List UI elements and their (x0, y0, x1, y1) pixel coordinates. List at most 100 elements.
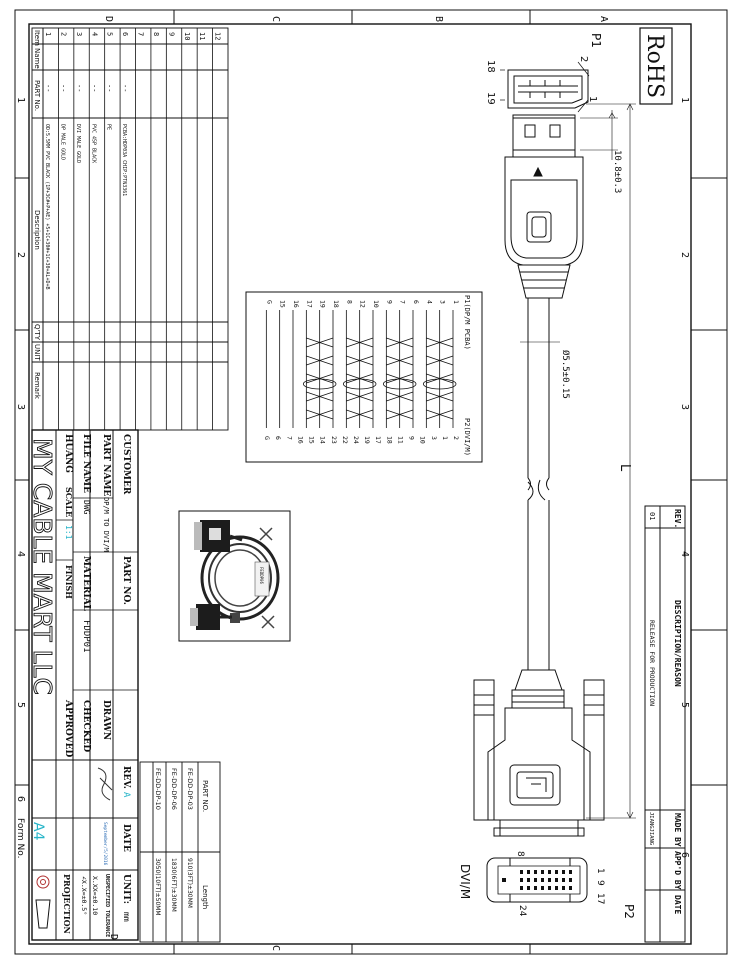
rev-label: REV. (121, 766, 131, 789)
bom-header-part: PART No. (33, 80, 41, 111)
dvi-pin (548, 878, 551, 882)
length-value: 910(3FT)±30MM (186, 858, 193, 908)
dvi-pin (541, 886, 544, 890)
company-name: MY CABLE MART LLC (28, 438, 57, 695)
wiring-p1-pin: 18 (332, 300, 340, 308)
wiring-p2-pin: G (263, 436, 271, 440)
bom-part-number: -- (121, 84, 129, 92)
zone-number-3-right: 3 (679, 404, 690, 410)
wiring-p2-pin: 6 (274, 436, 282, 440)
twisted-pair-mark (426, 391, 454, 402)
rohs-mark: RoHS (642, 34, 667, 98)
twisted-pair-mark (386, 391, 414, 402)
wiring-p2-pin: 14 (319, 436, 327, 444)
wiring-p2-pin: 3 (430, 436, 438, 440)
wiring-p2-pin: 17 (374, 436, 382, 444)
dvi-pin (548, 886, 551, 890)
dvi-pin (527, 886, 530, 890)
bom-part-number: -- (90, 84, 98, 92)
bom-row: 2--DP MALE GOLD (59, 32, 67, 160)
dvi-pin-24-label: 24 (517, 905, 527, 917)
p1-label: P1 (589, 33, 603, 48)
dvi-pin (527, 870, 530, 874)
unit-value: mm (122, 912, 131, 922)
bom-header-unit: UNIT (33, 344, 41, 361)
length-value: 3050(10FT)±50MM (154, 858, 161, 916)
wiring-p1-pin: 10 (372, 300, 380, 308)
bom-item-number: 3 (75, 32, 83, 36)
dvi-pin (562, 886, 565, 890)
bom-header-remark: Remark (33, 372, 41, 400)
zone-number-5-left: 5 (15, 702, 26, 708)
wiring-p1-pin: 7 (399, 300, 407, 304)
date-header: DATE (673, 895, 682, 914)
wiring-p2-pin: 24 (352, 436, 360, 444)
shield-ellipse (342, 378, 377, 390)
zone-letter-d-top: D (103, 16, 114, 22)
zone-number-2-left: 2 (15, 252, 26, 258)
customer-label: CUSTOMER (121, 434, 131, 495)
description-header: DESCRIPTION/REASON (673, 600, 682, 687)
zone-number-4-left: 4 (15, 551, 26, 557)
bom-item-number: 7 (137, 32, 145, 36)
wiring-p2-pin: 22 (341, 436, 349, 444)
dim-cable-diameter: Ø5.5±0.15 (560, 350, 571, 399)
dvi-pin-grid (520, 870, 572, 890)
scale-label: SCALE (64, 487, 74, 517)
dvi-pin (520, 886, 523, 890)
bom-header-name: Name (33, 48, 41, 69)
sheet-frame (14, 9, 728, 955)
length-part-number: FE-DD-DP-03 (186, 768, 194, 810)
bom-part-number: -- (75, 84, 83, 92)
shield-ellipse (302, 378, 337, 390)
dvi-pin (562, 870, 565, 874)
bom-item-number: 12 (214, 32, 222, 40)
wiring-p1-pin: 17 (305, 300, 313, 308)
zone-number-6-left: 6 (15, 796, 26, 802)
wiring-p2-pin: 15 (308, 436, 316, 444)
bom-part-number: -- (106, 84, 114, 92)
projection-symbol-icon (35, 875, 51, 929)
twisted-pair-mark (426, 355, 454, 366)
twisted-pair-mark (386, 409, 414, 420)
bom-header-qty: Q'TY (33, 324, 41, 341)
rev-header: REV. (673, 509, 682, 528)
part-no-label: PART NO. (121, 556, 131, 605)
wiring-p2-pin: 7 (285, 436, 293, 440)
material-value: FDDP01 (81, 620, 91, 653)
bom-item-number: 4 (90, 32, 98, 36)
dvi-pin (541, 870, 544, 874)
bom-row: 11 (198, 32, 206, 40)
wiring-p1-pin: 1 (452, 300, 460, 304)
title-block (31, 429, 139, 941)
wiring-p1-pin: 16 (292, 300, 300, 308)
wiring-p1-pin: 15 (279, 300, 287, 308)
twisted-pair-mark (346, 391, 374, 402)
dvi-pin (555, 870, 558, 874)
checked-label: CHECKED (81, 700, 91, 752)
dvi-pin (569, 878, 572, 882)
wiring-p1-pin: 3 (439, 300, 447, 304)
approved-label: APPROVED (63, 699, 73, 758)
dp-pin-19-label: 19 (485, 92, 496, 105)
wiring-p1-pin: G (265, 300, 273, 304)
twisted-pair-mark (426, 409, 454, 420)
wiring-p1-pin: 4 (425, 300, 433, 304)
bom-header-item: Item (33, 30, 41, 46)
twisted-pair-mark (346, 373, 374, 384)
wiring-p2-pin: 1 (441, 436, 449, 440)
zone-letter-b-top: B (433, 16, 444, 22)
bom-row: 12 (214, 32, 222, 40)
bom-description: DVI MALE GOLD (75, 124, 81, 163)
bom-item-number: 9 (167, 32, 175, 36)
wiring-p2-title: P2(DVI/M) (463, 418, 471, 456)
wiring-p2-pin: 9 (408, 436, 416, 440)
twisted-pair-mark (346, 355, 374, 366)
dvi-pin (562, 878, 565, 882)
bom-item-number: 2 (59, 32, 67, 36)
dvi-pin (555, 878, 558, 882)
wiring-p2-pin: 11 (396, 436, 404, 444)
dvi-pin (534, 886, 537, 890)
part-name-value: DP/M TO DVI/M (102, 497, 110, 552)
zone-number-1-left: 1 (15, 97, 26, 103)
